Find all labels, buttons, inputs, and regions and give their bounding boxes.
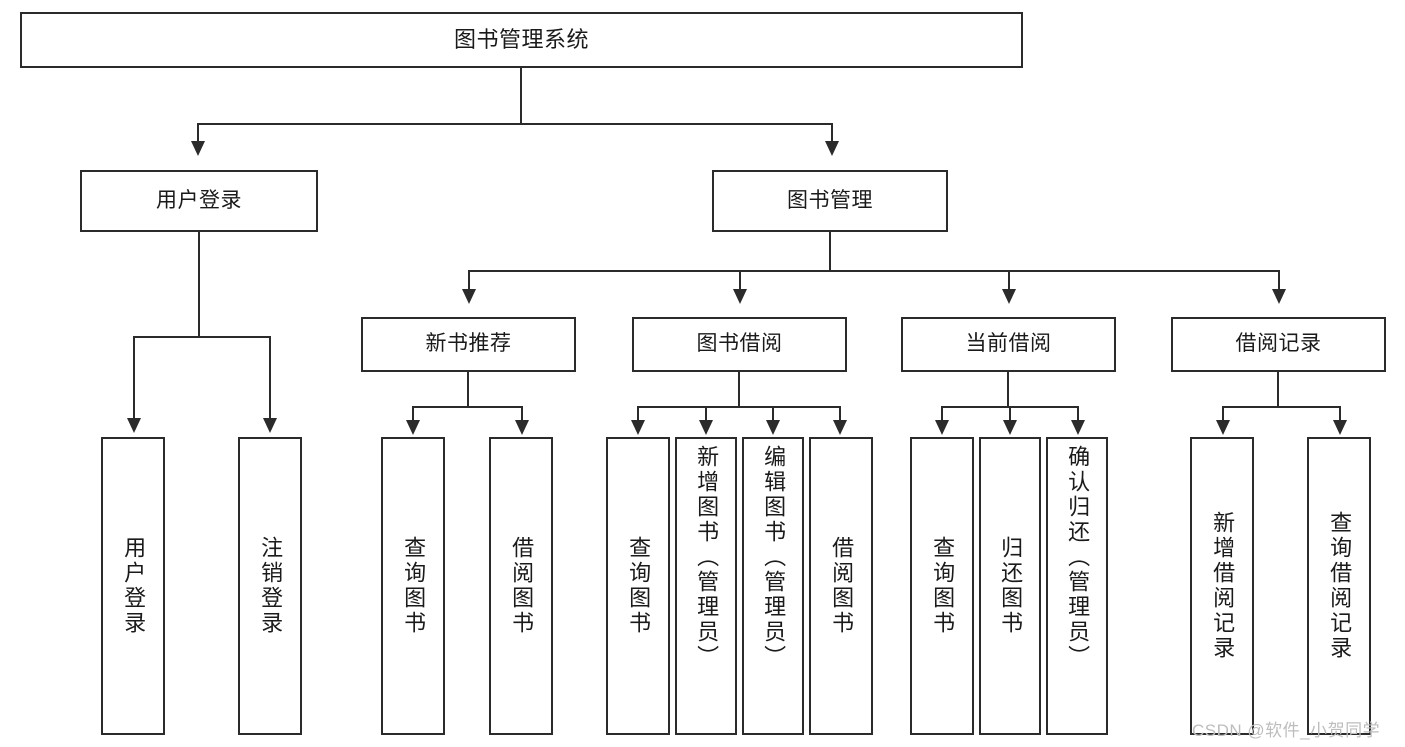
leaf-confirm-return-admin[interactable]: 确认归还（管理员） (1046, 437, 1108, 735)
leaf-label: 查询图书 (626, 536, 652, 636)
leaf-label: 查询借阅记录 (1327, 511, 1353, 661)
leaf-add-book-admin[interactable]: 新增图书（管理员） (675, 437, 737, 735)
connector-cb-leaf2 (1009, 406, 1011, 421)
node-label: 借阅记录 (1235, 332, 1322, 356)
connector-bb-leaf4 (839, 406, 841, 421)
node-label: 新书推荐 (425, 332, 512, 356)
leaf-label: 新增图书（管理员） (694, 445, 720, 670)
leaf-label: 归还图书 (998, 536, 1024, 636)
connector-to-new-book (468, 270, 470, 290)
leaf-label: 借阅图书 (509, 536, 535, 636)
connector-borrow-record-stem (1277, 372, 1279, 407)
leaf-label: 查询图书 (401, 536, 427, 636)
arrowhead-book-mgmt (825, 141, 839, 156)
leaf-label: 注销登录 (258, 536, 284, 636)
connector-current-borrow-stem (1007, 372, 1009, 407)
node-current-borrow[interactable]: 当前借阅 (901, 317, 1116, 372)
leaf-label: 借阅图书 (829, 536, 855, 636)
leaf-query-book-current[interactable]: 查询图书 (910, 437, 974, 735)
node-label: 当前借阅 (965, 332, 1052, 356)
leaf-edit-book-admin[interactable]: 编辑图书（管理员） (742, 437, 804, 735)
arrowhead-current-borrow (1002, 289, 1016, 304)
arrowhead-bb-leaf3 (766, 420, 780, 435)
node-label: 图书管理 (787, 188, 873, 212)
connector-book-borrow-stem (738, 372, 740, 407)
connector-new-book-stem (467, 372, 469, 407)
connector-book-mgmt-bus (468, 270, 1280, 272)
leaf-add-borrow-record[interactable]: 新增借阅记录 (1190, 437, 1254, 735)
node-borrow-record[interactable]: 借阅记录 (1171, 317, 1386, 372)
leaf-return-book[interactable]: 归还图书 (979, 437, 1041, 735)
connector-book-mgmt-stem (829, 232, 831, 271)
leaf-label: 新增借阅记录 (1210, 511, 1236, 661)
leaf-logout[interactable]: 注销登录 (238, 437, 302, 735)
arrowhead-cb-leaf1 (935, 420, 949, 435)
arrowhead-nb-leaf1 (406, 420, 420, 435)
leaf-query-book-new[interactable]: 查询图书 (381, 437, 445, 735)
arrowhead-user-login (191, 141, 205, 156)
connector-to-borrow-record (1278, 270, 1280, 290)
connector-root-to-book-mgmt (831, 123, 833, 143)
connector-new-book-bus (412, 406, 523, 408)
connector-cb-leaf1 (941, 406, 943, 421)
connector-br-leaf1 (1222, 406, 1224, 421)
connector-cb-leaf3 (1077, 406, 1079, 421)
connector-borrow-record-bus (1222, 406, 1341, 408)
arrowhead-bb-leaf2 (699, 420, 713, 435)
node-root-system[interactable]: 图书管理系统 (20, 12, 1023, 68)
leaf-query-borrow-record[interactable]: 查询借阅记录 (1307, 437, 1371, 735)
connector-root-bus (197, 123, 833, 125)
connector-user-login-stem (198, 232, 200, 337)
leaf-user-login[interactable]: 用户登录 (101, 437, 165, 735)
arrowhead-br-leaf1 (1216, 420, 1230, 435)
leaf-borrow-book[interactable]: 借阅图书 (809, 437, 873, 735)
node-new-book-recommend[interactable]: 新书推荐 (361, 317, 576, 372)
connector-user-login-leaf1 (133, 336, 135, 419)
connector-user-login-leaf2 (269, 336, 271, 419)
connector-root-stem (520, 68, 522, 124)
arrowhead-book-borrow (733, 289, 747, 304)
connector-user-login-bus (133, 336, 270, 338)
node-book-borrow[interactable]: 图书借阅 (632, 317, 847, 372)
arrowhead-cb-leaf3 (1071, 420, 1085, 435)
arrowhead-bb-leaf4 (833, 420, 847, 435)
connector-new-book-leaf2 (521, 406, 523, 421)
leaf-query-book-borrow[interactable]: 查询图书 (606, 437, 670, 735)
connector-bb-leaf1 (637, 406, 639, 421)
connector-bb-leaf2 (705, 406, 707, 421)
node-label: 图书借阅 (696, 332, 783, 356)
node-book-management[interactable]: 图书管理 (712, 170, 948, 232)
connector-new-book-leaf1 (412, 406, 414, 421)
arrowhead-borrow-record (1272, 289, 1286, 304)
leaf-label: 编辑图书（管理员） (761, 445, 787, 670)
arrowhead-new-book (462, 289, 476, 304)
leaf-label: 确认归还（管理员） (1065, 445, 1091, 670)
connector-to-book-borrow (739, 270, 741, 290)
arrowhead-leaf-logout (263, 418, 277, 433)
arrowhead-nb-leaf2 (515, 420, 529, 435)
leaf-borrow-book-new[interactable]: 借阅图书 (489, 437, 553, 735)
leaf-label: 用户登录 (121, 536, 147, 636)
node-label: 用户登录 (156, 188, 242, 212)
arrowhead-leaf-user-login (127, 418, 141, 433)
arrowhead-bb-leaf1 (631, 420, 645, 435)
connector-bb-leaf3 (772, 406, 774, 421)
connector-book-borrow-bus (637, 406, 840, 408)
arrowhead-br-leaf2 (1333, 420, 1347, 435)
node-user-login[interactable]: 用户登录 (80, 170, 318, 232)
leaf-label: 查询图书 (930, 536, 956, 636)
connector-to-current-borrow (1008, 270, 1010, 290)
connector-br-leaf2 (1339, 406, 1341, 421)
arrowhead-cb-leaf2 (1003, 420, 1017, 435)
node-label: 图书管理系统 (453, 27, 589, 53)
connector-root-to-user-login (197, 123, 199, 143)
